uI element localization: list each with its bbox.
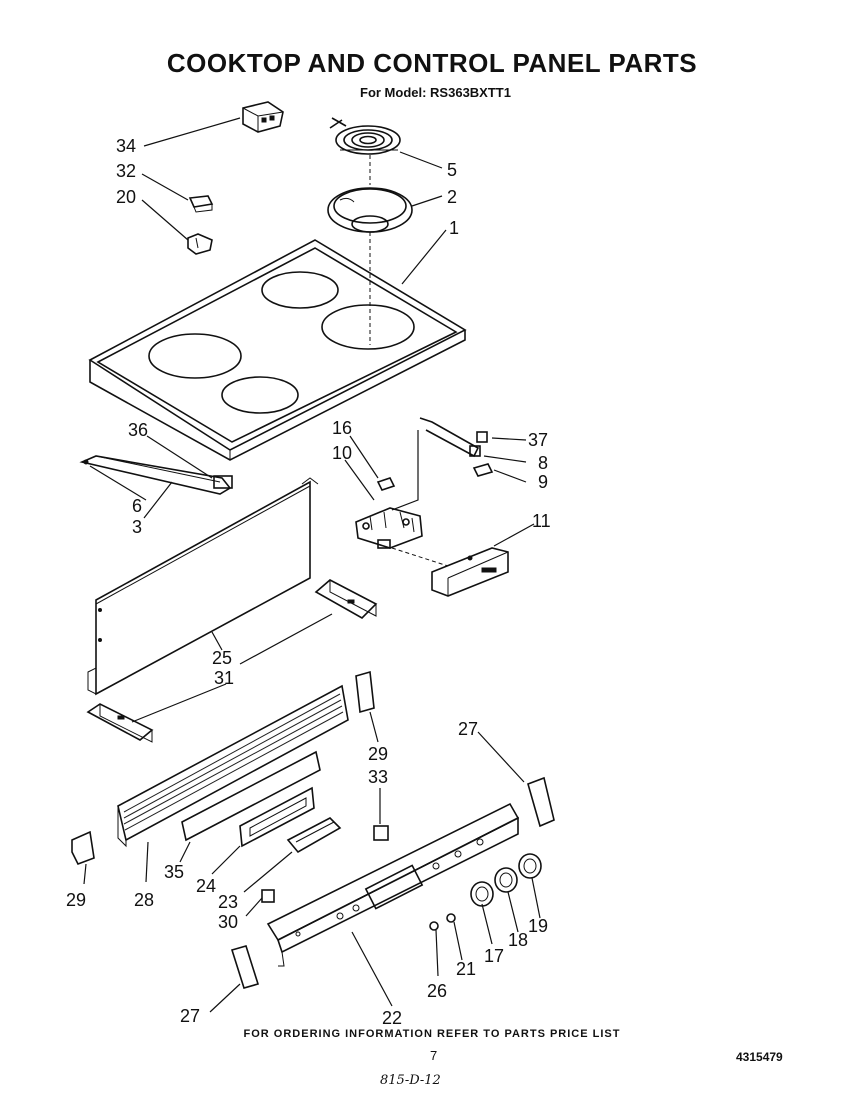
part-35-trim-strip [181, 750, 321, 842]
callout-27-left: 27 [180, 1006, 200, 1026]
part-19-knob [518, 853, 542, 879]
callout-29-right: 29 [368, 744, 388, 764]
part-1-cooktop [88, 239, 467, 461]
part-18-knob [494, 867, 518, 893]
callout-33: 33 [368, 767, 388, 787]
part-17-knob [470, 881, 494, 907]
callout-35: 35 [164, 862, 184, 882]
callout-19: 19 [528, 916, 548, 936]
part-24-display-frame [239, 786, 315, 848]
part-8-wire-connector [419, 417, 481, 458]
callout-34: 34 [116, 136, 136, 156]
callout-1: 1 [449, 218, 459, 238]
callout-23: 23 [218, 892, 238, 912]
callout-32: 32 [116, 161, 136, 181]
part-25-rear-panel [87, 477, 319, 696]
callout-22: 22 [382, 1008, 402, 1028]
part-30-switch [261, 889, 275, 903]
part-31-bracket-upper [314, 579, 378, 619]
callout-17: 17 [484, 946, 504, 966]
part-11-mounting-bracket [431, 547, 509, 597]
callout-30: 30 [218, 912, 238, 932]
callout-3: 3 [132, 517, 142, 537]
page-number: 7 [430, 1048, 438, 1063]
part-29-bracket-left [71, 830, 95, 866]
part-31-bracket-lower [86, 703, 154, 743]
document-number: 4315479 [736, 1050, 783, 1064]
callout-18: 18 [508, 930, 528, 950]
part-26-indicator-light [429, 921, 439, 931]
callout-29-left: 29 [66, 890, 86, 910]
ordering-note: FOR ORDERING INFORMATION REFER TO PARTS … [243, 1028, 621, 1040]
callout-11: 11 [532, 511, 551, 531]
part-27-end-cap-right [527, 776, 555, 828]
page-title: COOKTOP AND CONTROL PANEL PARTS [166, 48, 698, 78]
part-2-drip-bowl [327, 187, 413, 233]
part-5-surface-element [329, 117, 401, 155]
callout-31: 31 [214, 668, 234, 688]
switch-alignment-line [391, 547, 449, 567]
callout-5: 5 [447, 160, 457, 180]
callout-26: 26 [427, 981, 447, 1001]
callout-6: 6 [132, 496, 142, 516]
callout-36: 36 [128, 420, 148, 440]
wire-lead [391, 430, 419, 511]
part-34-terminal-block [242, 101, 284, 133]
callout-27-right: 27 [458, 719, 478, 739]
model-line: For Model: RS363BXTT1 [360, 85, 511, 100]
part-9-insulator [472, 463, 494, 477]
part-3-front-trim [79, 455, 233, 495]
callout-9: 9 [538, 472, 548, 492]
callout-leader-lines [83, 117, 541, 1013]
part-27-end-cap-left [230, 945, 260, 989]
handwritten-note: 815-D-12 [380, 1073, 441, 1088]
callout-20: 20 [116, 187, 136, 207]
part-16-knob-insert [376, 477, 396, 491]
part-22-control-panel [266, 802, 520, 967]
part-32-bracket [188, 195, 214, 213]
callout-2: 2 [447, 187, 457, 207]
part-33-switch [373, 825, 389, 841]
part-23-clock-module [286, 817, 342, 854]
callout-8: 8 [538, 453, 548, 473]
part-10-infinite-switch [355, 507, 423, 549]
part-28-vent-grille [117, 684, 349, 848]
callout-16: 16 [332, 418, 352, 438]
callout-25: 25 [212, 648, 232, 668]
callout-24: 24 [196, 876, 216, 896]
callout-21: 21 [456, 959, 476, 979]
part-29-bracket-right [355, 670, 375, 714]
callout-28: 28 [134, 890, 154, 910]
part-37-terminal [476, 431, 488, 443]
part-20-clip [187, 233, 213, 255]
callout-37: 37 [528, 430, 548, 450]
callout-10: 10 [332, 443, 352, 463]
part-21-indicator-lens [446, 913, 456, 923]
